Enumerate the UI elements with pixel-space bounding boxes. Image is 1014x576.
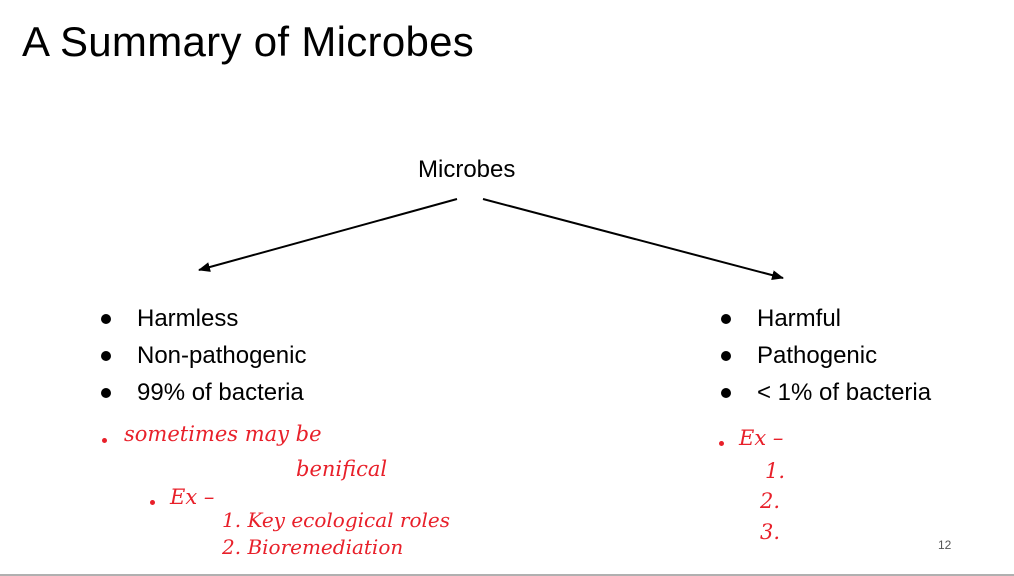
list-item: Harmful	[721, 300, 1011, 337]
bullet-icon	[721, 314, 731, 324]
handwritten-bullet-icon	[102, 438, 107, 443]
list-item-text: Non-pathogenic	[137, 342, 307, 369]
list-item-text: Pathogenic	[757, 342, 878, 369]
handwritten-note-line2: benifical	[296, 457, 388, 481]
handwritten-example-1: 1.	[765, 459, 786, 483]
handwritten-example-2: 2. Bioremediation	[222, 535, 404, 559]
page-number: 12	[938, 538, 952, 552]
bottom-divider	[0, 574, 1014, 576]
handwritten-example-1: 1. Key ecological roles	[222, 508, 451, 532]
bullet-icon	[101, 388, 111, 398]
bullet-icon	[721, 351, 731, 361]
handwritten-bullet-icon	[150, 500, 155, 505]
diagram-root-label: Microbes	[418, 156, 516, 183]
bullet-icon	[101, 351, 111, 361]
list-item-text: Harmful	[757, 305, 842, 332]
arrow-right	[482, 198, 784, 281]
list-item: 99% of bacteria	[101, 374, 401, 411]
handwritten-bullet-icon	[719, 441, 724, 446]
list-item-text: Harmless	[137, 305, 239, 332]
harmful-list: Harmful Pathogenic < 1% of bacteria	[721, 300, 1011, 411]
handwritten-ex-label: Ex –	[170, 485, 215, 509]
list-item-text: < 1% of bacteria	[757, 379, 932, 406]
handwritten-ex-label: Ex –	[739, 426, 784, 450]
list-item: Pathogenic	[721, 337, 1011, 374]
list-item: Harmless	[101, 300, 401, 337]
list-item: Non-pathogenic	[101, 337, 401, 374]
handwritten-example-3: 3.	[760, 520, 781, 544]
handwritten-example-2: 2.	[760, 489, 781, 513]
bullet-icon	[721, 388, 731, 398]
handwritten-note-line1: sometimes may be	[124, 422, 322, 446]
list-item: < 1% of bacteria	[721, 374, 1011, 411]
arrow-left	[198, 198, 458, 272]
list-item-text: 99% of bacteria	[137, 379, 304, 406]
bullet-icon	[101, 314, 111, 324]
slide-title: A Summary of Microbes	[22, 18, 475, 65]
harmless-list: Harmless Non-pathogenic 99% of bacteria	[101, 300, 401, 411]
